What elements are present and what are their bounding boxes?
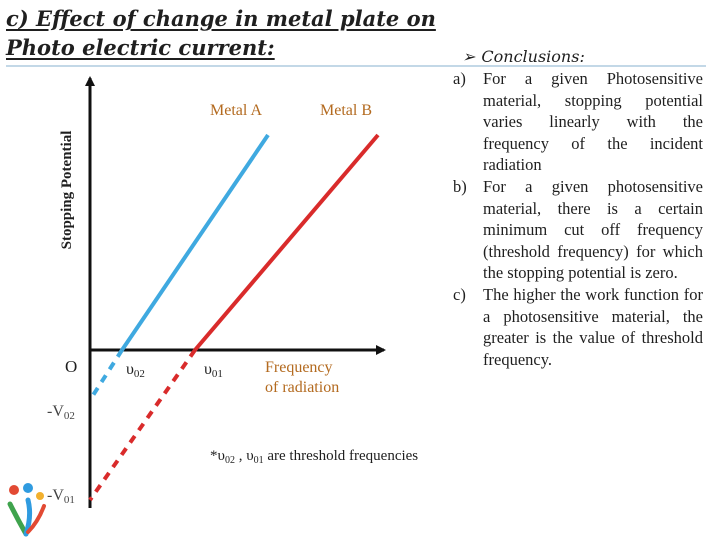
list-item-text: For a given photosensitive material, the…	[483, 176, 703, 283]
threshold-v02-label: υ02	[126, 361, 145, 380]
footnote: *υ02 , υ01 are threshold frequencies	[210, 448, 418, 466]
list-marker: c)	[453, 284, 466, 304]
x-axis-label: Frequency of radiation	[265, 359, 339, 396]
y-axis-label: Stopping Potential	[59, 131, 75, 250]
list-item: b) For a given photosensitive material, …	[453, 176, 703, 284]
metal-a-line	[120, 133, 270, 352]
metal-a-label: Metal A	[210, 102, 262, 119]
conclusions-list: a) For a given Photosensitive material, …	[453, 68, 703, 370]
threshold-v01-label: υ01	[204, 361, 223, 380]
title-line-2: Photo electric current:	[6, 35, 275, 60]
page-title: c) Effect of change in metal plate on Ph…	[6, 4, 436, 62]
neg-v01-label: -V01	[47, 487, 75, 506]
title-line-1: c) Effect of change in metal plate on	[6, 6, 436, 31]
title-divider	[6, 65, 706, 67]
list-item: c) The higher the work function for a ph…	[453, 284, 703, 370]
list-item-text: For a given Photosensitive material, sto…	[483, 69, 703, 175]
list-marker: a)	[453, 69, 466, 88]
metal-b-line	[193, 133, 380, 352]
conclusions-heading: ➢ Conclusions:	[462, 47, 585, 66]
metal-a-extrapolation	[88, 348, 124, 402]
metal-b-label: Metal B	[320, 102, 372, 119]
metal-b-extrapolation	[88, 348, 197, 502]
list-item: a) For a given Photosensitive material, …	[453, 68, 703, 176]
list-item-text: The higher the work function for a photo…	[483, 284, 703, 369]
logo-icon	[7, 483, 46, 537]
list-marker: b)	[453, 176, 467, 196]
neg-v02-label: -V02	[47, 403, 75, 422]
arrow-bullet-icon: ➢	[462, 47, 476, 66]
conclusions-heading-text: Conclusions:	[481, 47, 585, 66]
origin-label: O	[65, 357, 77, 376]
